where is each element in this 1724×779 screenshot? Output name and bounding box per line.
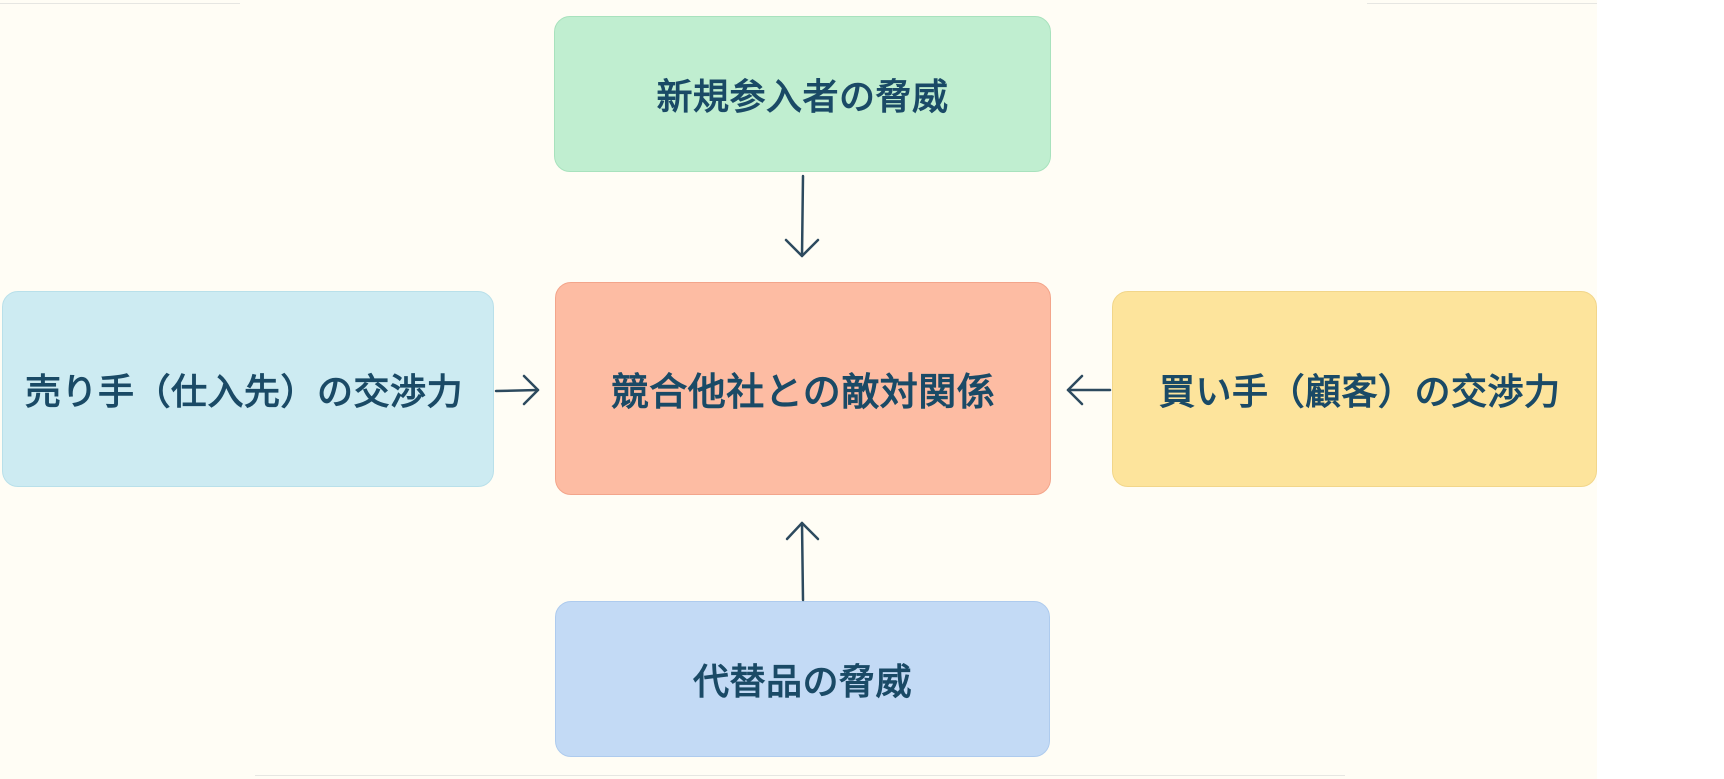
node-substitutes: 代替品の脅威 (555, 601, 1050, 757)
node-new-entrants-label: 新規参入者の脅威 (656, 77, 949, 118)
node-rivalry-label: 競合他社との敵対関係 (610, 370, 996, 414)
top-left-edge-line (0, 3, 240, 4)
node-suppliers: 売り手（仕入先）の交渉力 (2, 291, 494, 487)
node-new-entrants: 新規参入者の脅威 (554, 16, 1051, 172)
node-rivalry: 競合他社との敵対関係 (555, 282, 1051, 495)
node-substitutes-label: 代替品の脅威 (692, 662, 912, 703)
node-suppliers-label: 売り手（仕入先）の交渉力 (25, 372, 464, 413)
top-right-edge-line (1367, 3, 1597, 4)
diagram-canvas: 新規参入者の脅威 競合他社との敵対関係 売り手（仕入先）の交渉力 買い手（顧客）… (0, 3, 1597, 776)
node-buyers: 買い手（顧客）の交渉力 (1112, 291, 1597, 487)
bottom-edge-line (255, 775, 1345, 776)
node-buyers-label: 買い手（顧客）の交渉力 (1159, 372, 1561, 413)
